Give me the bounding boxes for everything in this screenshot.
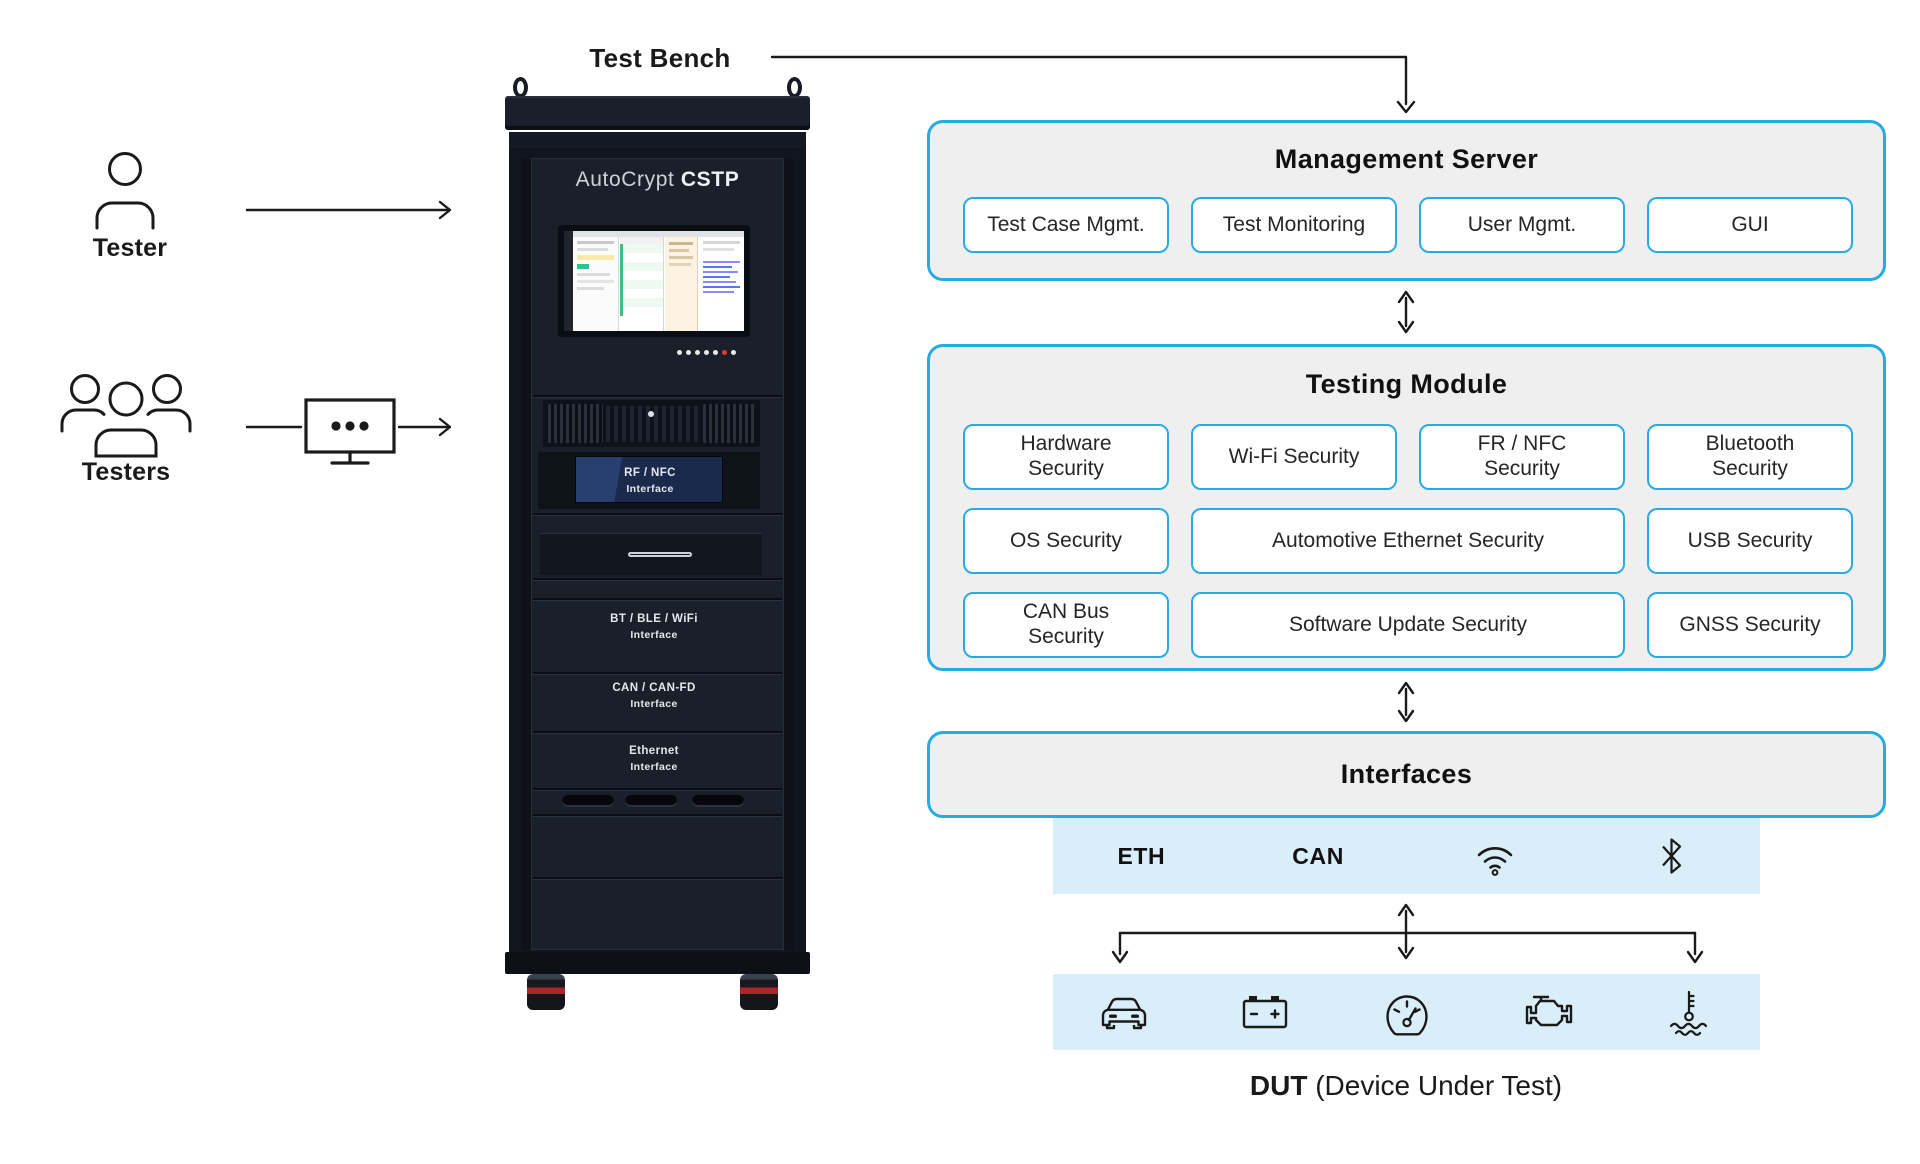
rf-nfc-line2: Interface: [626, 482, 674, 495]
rack-slot: [692, 795, 744, 807]
button-wifi-security: Wi-Fi Security: [1191, 424, 1397, 490]
rack-eyebolt-right: [787, 77, 802, 98]
dut-band: [1053, 974, 1760, 1050]
wifi-icon: [1477, 846, 1513, 876]
battery-icon: [1242, 996, 1288, 1029]
button-fr-nfc-security: FR / NFC Security: [1419, 424, 1625, 490]
screen-col3: [665, 237, 698, 331]
rack-top-cap2: [509, 132, 806, 148]
rack-screen-content: [564, 231, 744, 331]
rack-slot: [625, 795, 677, 807]
rack-rf-nfc-unit: RF / NFC Interface: [538, 452, 760, 509]
rack-seam: [533, 578, 782, 581]
button-hardware-security: Hardware Security: [963, 424, 1169, 490]
rack-caster-right: [740, 974, 778, 1010]
tester-person-icon: [95, 152, 155, 230]
double-arrow-tm-interfaces: [1397, 681, 1415, 723]
eth-line1: Ethernet: [629, 745, 679, 757]
vent-grille-right: [703, 404, 755, 443]
screen-col1: [573, 237, 619, 331]
button-gnss-security: GNSS Security: [1647, 592, 1853, 658]
rack-seam: [533, 731, 782, 734]
rf-nfc-line1: RF / NFC: [624, 467, 676, 479]
can-line2: Interface: [630, 697, 678, 710]
rack-base: [505, 952, 810, 974]
test-bench-label: Test Bench: [589, 43, 731, 73]
double-arrow-ms-tm: [1397, 290, 1415, 334]
interface-bus-band: ETH CAN: [1053, 818, 1760, 894]
button-can-bus-security: CAN Bus Security: [963, 592, 1169, 658]
bluetooth-icon: [1661, 838, 1681, 874]
can-label: CAN: [1292, 842, 1344, 869]
management-server-title: Management Server: [1274, 144, 1539, 174]
rf-nfc-window: RF / NFC Interface: [575, 456, 723, 503]
vent-grille-left: [548, 404, 603, 443]
rack-seam: [533, 598, 782, 601]
button-user-mgmt: User Mgmt.: [1419, 197, 1625, 253]
rack-drawer: [540, 533, 762, 575]
button-usb-security: USB Security: [1647, 508, 1853, 574]
button-bluetooth-security: Bluetooth Security: [1647, 424, 1853, 490]
rack-vent-unit: [543, 400, 760, 447]
speedometer-icon: [1385, 995, 1428, 1036]
dut-caption-rest: (Device Under Test): [1307, 1070, 1563, 1101]
rack-slot: [562, 795, 614, 807]
rack-seam: [533, 672, 782, 675]
rack-seam: [533, 513, 782, 516]
vent-center-dot: [648, 411, 654, 417]
rack-screen: [558, 225, 750, 337]
screen-sidebar: [564, 231, 573, 331]
button-software-update-security: Software Update Security: [1191, 592, 1625, 658]
interfaces-title: Interfaces: [1340, 759, 1473, 789]
interfaces-box: Interfaces: [927, 731, 1886, 818]
button-os-security: OS Security: [963, 508, 1169, 574]
rack-caster-left: [527, 974, 565, 1010]
car-icon: [1101, 997, 1146, 1030]
rack-seam: [533, 814, 782, 817]
engine-icon: [1525, 995, 1573, 1027]
arrow-testbench-to-management-server: [770, 55, 1416, 114]
screen-col2: [620, 237, 664, 331]
tester-label: Tester: [92, 234, 168, 262]
arrow-tester-to-rack: [245, 200, 452, 220]
rf-nfc-label: RF / NFC Interface: [576, 466, 724, 496]
button-test-case-mgmt: Test Case Mgmt.: [963, 197, 1169, 253]
rack-led-row: [677, 342, 740, 360]
rack-brand-regular: AutoCrypt: [575, 168, 675, 191]
button-gui: GUI: [1647, 197, 1853, 253]
rack-rail-right: [784, 158, 794, 950]
rack-brand: AutoCrypt CSTP: [505, 168, 810, 192]
dut-caption-bold: DUT: [1249, 1070, 1308, 1101]
bt-ble-wifi-label: BT / BLE / WiFi Interface: [554, 612, 754, 642]
button-test-monitoring: Test Monitoring: [1191, 197, 1397, 253]
screen-col4: [699, 237, 744, 331]
can-canfd-label: CAN / CAN-FD Interface: [554, 681, 754, 711]
monitor-icon: [304, 398, 396, 465]
can-line1: CAN / CAN-FD: [612, 682, 696, 694]
testers-label: Testers: [81, 458, 171, 486]
dut-branch-arrows: [1111, 931, 1704, 964]
eth-line2: Interface: [630, 760, 678, 773]
screen-topbar: [564, 231, 744, 237]
button-automotive-ethernet-security: Automotive Ethernet Security: [1191, 508, 1625, 574]
bt-line2: Interface: [630, 628, 678, 641]
rack-seam: [533, 877, 782, 880]
rack-brand-bold: CSTP: [680, 168, 740, 191]
rack-rail-left: [521, 158, 531, 950]
dut-caption: DUT (Device Under Test): [1106, 1070, 1706, 1102]
coolant-temperature-icon: [1670, 990, 1708, 1036]
rack-eyebolt-left: [513, 77, 528, 98]
rack-seam: [533, 788, 782, 791]
testing-module-title: Testing Module: [1305, 369, 1508, 399]
drawer-handle: [628, 552, 692, 557]
bt-line1: BT / BLE / WiFi: [610, 613, 698, 625]
eth-label: ETH: [1117, 842, 1166, 869]
ethernet-label: Ethernet Interface: [554, 744, 754, 774]
rack-seam: [533, 395, 782, 398]
double-arrow-interfaces-dut: [1397, 903, 1415, 960]
testers-group-icon: [60, 374, 192, 458]
rack-top-cap: [505, 96, 810, 130]
